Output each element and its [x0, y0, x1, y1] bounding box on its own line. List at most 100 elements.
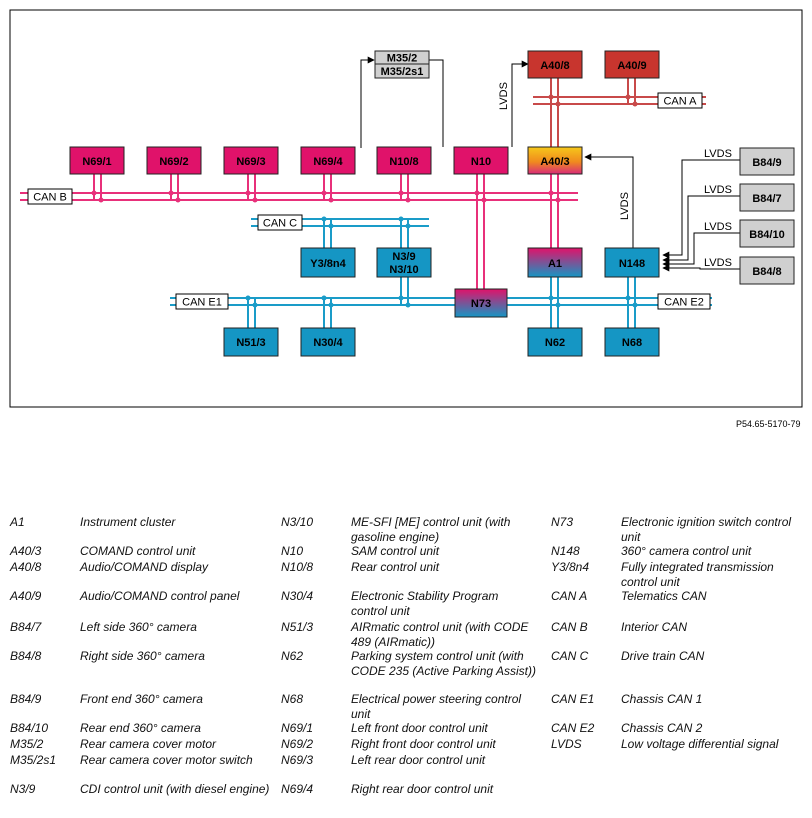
- legend-description: Drive train CAN: [621, 649, 705, 663]
- legend-description: Rear camera cover motor switch: [80, 753, 253, 767]
- legend-code: N68: [281, 692, 304, 706]
- legend-description: Audio/COMAND display: [80, 560, 209, 574]
- legend-description: Right front door control unit: [351, 737, 496, 751]
- lvds-label-b8410: LVDS: [704, 221, 732, 233]
- lvds-label-b849: LVDS: [704, 148, 732, 160]
- legend-code: CAN A: [551, 589, 588, 603]
- unit-m35-2: M35/2: [374, 50, 430, 65]
- can-b-label: CAN B: [27, 188, 73, 205]
- unit-n73: N73: [454, 288, 508, 318]
- svg-text:N69/3: N69/3: [236, 156, 265, 168]
- legend-description: Right side 360° camera: [80, 649, 205, 663]
- svg-text:A40/3: A40/3: [540, 156, 569, 168]
- svg-text:N10/8: N10/8: [389, 156, 418, 168]
- legend-code: A1: [10, 515, 25, 529]
- signal-lines: [360, 56, 740, 272]
- lvds-label-n148: LVDS: [619, 192, 631, 220]
- svg-text:N69/4: N69/4: [313, 156, 343, 168]
- legend-description: Rear camera cover motor: [80, 737, 217, 751]
- unit-b84-8: B84/8: [739, 256, 795, 285]
- legend-code: M35/2: [10, 737, 44, 751]
- lvds-label-b847: LVDS: [704, 184, 732, 196]
- legend-code: N10: [281, 544, 304, 558]
- legend-code: A40/9: [10, 589, 42, 603]
- svg-text:N3/10: N3/10: [389, 264, 418, 276]
- legend-code: N69/1: [281, 721, 314, 735]
- svg-text:CAN E1: CAN E1: [182, 297, 222, 309]
- svg-text:M35/2: M35/2: [387, 53, 418, 65]
- unit-n69-2: N69/2: [146, 146, 202, 175]
- legend-code: CAN E1: [551, 692, 595, 706]
- unit-m35-2s1: M35/2s1: [374, 63, 430, 79]
- legend-description: Front end 360° camera: [80, 692, 203, 706]
- lvds-label-a408: LVDS: [498, 82, 510, 110]
- can-e-nodes: [245, 295, 638, 308]
- svg-text:N30/4: N30/4: [313, 337, 343, 349]
- unit-a40-8: A40/8: [527, 50, 583, 79]
- legend-code: N3/9: [10, 782, 36, 796]
- svg-text:A40/8: A40/8: [540, 60, 569, 72]
- legend-code: N69/2: [281, 737, 314, 751]
- svg-text:N73: N73: [471, 298, 491, 310]
- lvds-label-b848: LVDS: [704, 257, 732, 269]
- legend-description: Interior CAN: [621, 620, 688, 634]
- can-a-label: CAN A: [657, 92, 703, 109]
- can-a-nodes: [548, 94, 638, 107]
- legend-description: Chassis CAN 1: [621, 692, 703, 706]
- unit-a40-9: A40/9: [604, 50, 660, 79]
- legend-description: Electronic Stability Program control uni…: [351, 589, 499, 618]
- legend-code: N73: [551, 515, 574, 529]
- unit-b84-9: B84/9: [739, 147, 795, 176]
- svg-text:CAN B: CAN B: [33, 192, 67, 204]
- can-e2-label: CAN E2: [657, 293, 711, 310]
- legend-code: N10/8: [281, 560, 314, 574]
- legend-description: Left front door control unit: [351, 721, 488, 735]
- legend-description: COMAND control unit: [80, 544, 196, 558]
- svg-text:N69/2: N69/2: [159, 156, 188, 168]
- unit-n69-1: N69/1: [69, 146, 125, 175]
- unit-n30-4: N30/4: [300, 327, 356, 357]
- legend-code: B84/7: [10, 620, 42, 634]
- svg-text:N10: N10: [471, 156, 491, 168]
- legend-code: Y3/8n4: [551, 560, 590, 574]
- legend-description: SAM control unit: [351, 544, 440, 558]
- unit-n68: N68: [604, 327, 660, 357]
- legend-description: Chassis CAN 2: [621, 721, 703, 735]
- legend-description: Fully integrated transmission control un…: [621, 560, 774, 589]
- legend-description: Low voltage differential signal: [621, 737, 779, 751]
- svg-text:B84/9: B84/9: [752, 157, 781, 169]
- legend-code: N30/4: [281, 589, 314, 603]
- svg-text:N68: N68: [622, 337, 642, 349]
- legend-code: CAN B: [551, 620, 588, 634]
- svg-text:Y3/8n4: Y3/8n4: [310, 258, 346, 270]
- can-c-nodes: [321, 216, 411, 229]
- can-e1-label: CAN E1: [175, 293, 229, 310]
- legend-code: N3/10: [281, 515, 314, 529]
- legend-code: N148: [551, 544, 580, 558]
- legend-description: Left rear door control unit: [351, 753, 486, 767]
- unit-n148: N148: [604, 247, 660, 278]
- svg-text:B84/10: B84/10: [749, 229, 784, 241]
- can-c-label: CAN C: [257, 214, 303, 231]
- legend-description: Audio/COMAND control panel: [80, 589, 240, 603]
- unit-b84-7: B84/7: [739, 183, 795, 212]
- legend-description: Rear control unit: [351, 560, 440, 574]
- svg-text:N148: N148: [619, 258, 645, 270]
- svg-text:B84/7: B84/7: [752, 193, 781, 205]
- legend-code: M35/2s1: [10, 753, 57, 767]
- legend-description: Instrument cluster: [80, 515, 176, 529]
- legend-code: LVDS: [551, 737, 582, 751]
- legend-code: N62: [281, 649, 304, 663]
- legend-code: B84/8: [10, 649, 42, 663]
- svg-text:N69/1: N69/1: [82, 156, 111, 168]
- legend-code: B84/9: [10, 692, 42, 706]
- svg-text:M35/2s1: M35/2s1: [381, 66, 424, 78]
- svg-text:N51/3: N51/3: [236, 337, 265, 349]
- unit-n10-8: N10/8: [376, 146, 432, 175]
- legend-description: Electrical power steering control unit: [351, 692, 522, 721]
- svg-text:CAN C: CAN C: [263, 218, 297, 230]
- unit-y3-8n4: Y3/8n4: [300, 247, 356, 278]
- legend-description: Electronic ignition switch control unit: [621, 515, 792, 544]
- unit-n69-4: N69/4: [300, 146, 356, 175]
- legend-description: Right rear door control unit: [351, 782, 494, 796]
